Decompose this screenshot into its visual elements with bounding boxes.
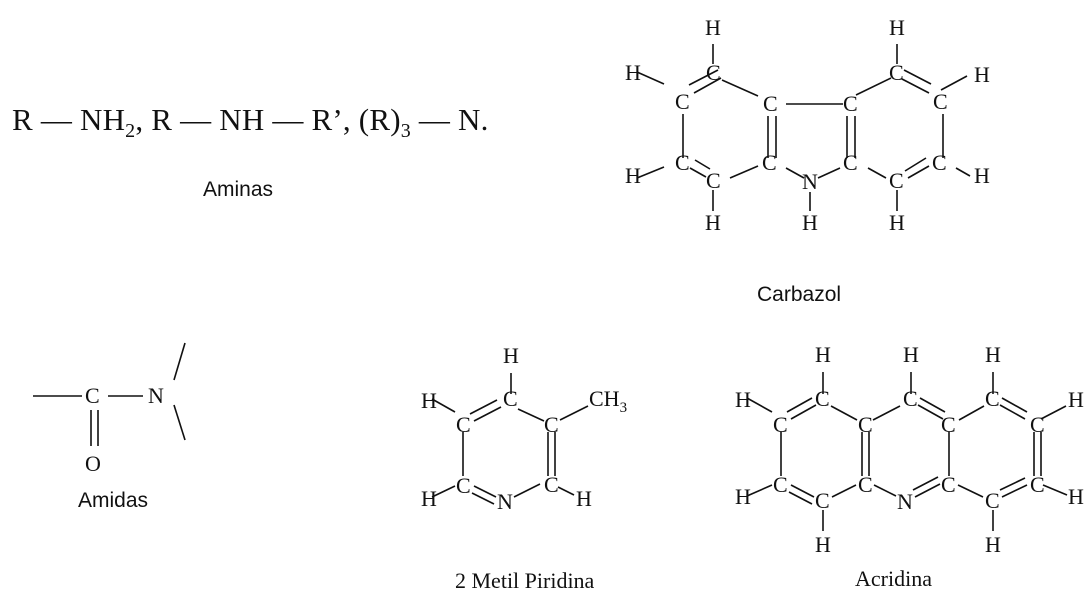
acridina-atom-c: C — [941, 412, 956, 437]
metil-piridina-atom-h: H — [421, 486, 437, 511]
acridina-atom-c: C — [815, 488, 830, 513]
caption-aminas: Aminas — [203, 178, 274, 201]
acridina-atom-h: H — [985, 532, 1001, 557]
carbazol-bonds — [636, 44, 971, 211]
metil-piridina-atom-ch3: CH3 — [589, 386, 627, 416]
acridina-atom-c: C — [903, 386, 918, 411]
acridina-atom-h: H — [903, 342, 919, 367]
acridina-atom-h: H — [815, 532, 831, 557]
carbazol-atom-h: H — [625, 163, 641, 188]
amine-formula-part: — N. — [410, 102, 489, 137]
acridina-atom-c: C — [985, 488, 1000, 513]
metil-piridina-atom-c: C — [544, 412, 559, 437]
caption-acridina: Acridina — [855, 566, 932, 591]
acridina-atom-c: C — [858, 412, 873, 437]
carbazol-atom-c: C — [889, 168, 904, 193]
acridina-atom-h: H — [735, 387, 751, 412]
carbazol-atom-n: N — [802, 169, 818, 194]
metil-piridina-atom-c: C — [456, 412, 471, 437]
acridina-atom-c: C — [985, 386, 1000, 411]
metil-piridina-atom-h: H — [576, 486, 592, 511]
carbazol-atom-c: C — [843, 150, 858, 175]
metil-piridina-atom-h: H — [503, 343, 519, 368]
acridina-atom-c: C — [941, 472, 956, 497]
metil-piridina-atom-c: C — [503, 386, 518, 411]
carbazol-atom-h: H — [705, 210, 721, 235]
carbazol-atom-c: C — [889, 60, 904, 85]
caption-metil-piridina: 2 Metil Piridina — [455, 568, 595, 593]
carbazol-atom-h: H — [625, 60, 641, 85]
carbazol-atom-c: C — [706, 60, 721, 85]
carbazol-atom-c: C — [933, 89, 948, 114]
carbazol-atom-h: H — [802, 210, 818, 235]
carbazol-atom-c: C — [762, 150, 777, 175]
acridina-atom-h: H — [1068, 387, 1084, 412]
metil-piridina-atom-c: C — [456, 473, 471, 498]
acridina-atom-n: N — [897, 489, 913, 514]
acridina-atom-c: C — [858, 472, 873, 497]
acridina-atom-h: H — [815, 342, 831, 367]
carbazol-atom-h: H — [889, 210, 905, 235]
caption-amidas: Amidas — [78, 489, 149, 512]
acridina-atom-c: C — [773, 472, 788, 497]
carbazol-atoms: H H H C C H C C C C C C C C H C N C H H … — [625, 15, 990, 235]
metil-piridina-atom-h: H — [421, 388, 437, 413]
carbazol-atom-h: H — [974, 62, 990, 87]
carbazol-atom-c: C — [932, 150, 947, 175]
carbazol-atom-h: H — [705, 15, 721, 40]
amine-formula-subscript: 3 — [400, 120, 411, 143]
acridina-atom-c: C — [773, 412, 788, 437]
carbazol-atom-c: C — [843, 91, 858, 116]
carbazol-atom-c: C — [675, 150, 690, 175]
caption-carbazol: Carbazol — [757, 283, 842, 306]
amine-formula-part: , R — NH — R’, (R) — [135, 102, 401, 137]
acridina-atom-h: H — [735, 484, 751, 509]
acridina-atom-h: H — [1068, 484, 1084, 509]
amine-formula-subscript: 2 — [125, 120, 136, 143]
acridina-atom-c: C — [1030, 472, 1045, 497]
amide-atom-c: C — [85, 383, 100, 408]
amide-atom-o: O — [85, 451, 101, 476]
acridina-atom-c: C — [1030, 412, 1045, 437]
metil-piridina-atom-c: C — [544, 472, 559, 497]
carbazol-atom-c: C — [763, 91, 778, 116]
carbazol-atom-c: C — [675, 89, 690, 114]
carbazol-atom-c: C — [706, 168, 721, 193]
amine-formula-part: R — NH — [12, 102, 126, 137]
metil-piridina-atom-n: N — [497, 489, 513, 514]
carbazol-atom-h: H — [974, 163, 990, 188]
amine-formulas: R — NH2, R — NH — R’, (R)3 — N. — [12, 102, 489, 143]
acridina-atom-h: H — [985, 342, 1001, 367]
acridina-atom-c: C — [815, 386, 830, 411]
amide-atom-n: N — [148, 383, 164, 408]
carbazol-atom-h: H — [889, 15, 905, 40]
